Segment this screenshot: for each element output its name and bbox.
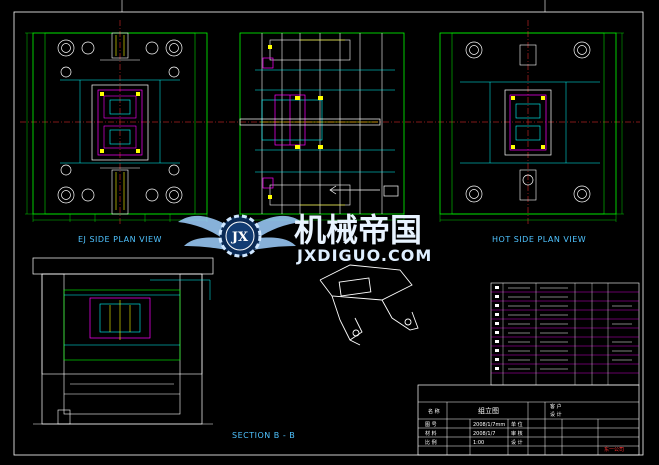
tb-design-label: 设 计 xyxy=(550,411,562,418)
tb-row-label-2: 比 例 xyxy=(425,439,437,446)
isometric-part xyxy=(319,264,419,346)
tb-row-value-0: 2008/1/7mm xyxy=(473,422,505,428)
tb-drawing-title: 组立图 xyxy=(478,406,499,415)
section-b-b-view: SECTION B - B xyxy=(32,257,295,440)
ej-side-label: EJ SIDE PLAN VIEW xyxy=(78,235,162,244)
title-block: 名 称 组立图 客 户 设 计 图 号 材 料 比 例 2008/1/7mm 2… xyxy=(417,384,640,456)
tb-customer-label: 客 户 xyxy=(550,403,562,410)
tb-row-label-1: 材 料 xyxy=(425,430,437,437)
tb-row-label-0: 图 号 xyxy=(425,422,437,428)
tb-name-label: 名 称 xyxy=(428,408,440,415)
section-label: SECTION B - B xyxy=(232,431,295,440)
tb-row-value-1: 2008/1/7 xyxy=(473,431,495,437)
watermark-en: JXDIGUO.COM xyxy=(296,246,432,265)
tb-check-label-0: 单 位 xyxy=(511,421,523,428)
watermark-cn: 机械帝国 xyxy=(294,211,422,249)
tb-row-value-2: 1:00 xyxy=(473,440,484,446)
tb-check-label-2: 设 计 xyxy=(511,439,523,446)
middle-section-view xyxy=(239,32,405,222)
hot-side-plan-view: HOT SIDE PLAN VIEW xyxy=(439,20,624,244)
ej-side-plan-view: EJ SIDE PLAN VIEW xyxy=(25,20,208,244)
tb-company: 东一公司 xyxy=(604,446,624,453)
bom-table xyxy=(490,282,640,386)
tb-check-label-1: 审 核 xyxy=(511,430,523,437)
watermark: JX 机械帝国 JXDIGUO.COM xyxy=(178,211,432,265)
hot-side-label: HOT SIDE PLAN VIEW xyxy=(492,235,586,244)
emblem-text: JX xyxy=(231,230,249,245)
drawing-frame xyxy=(13,11,644,456)
